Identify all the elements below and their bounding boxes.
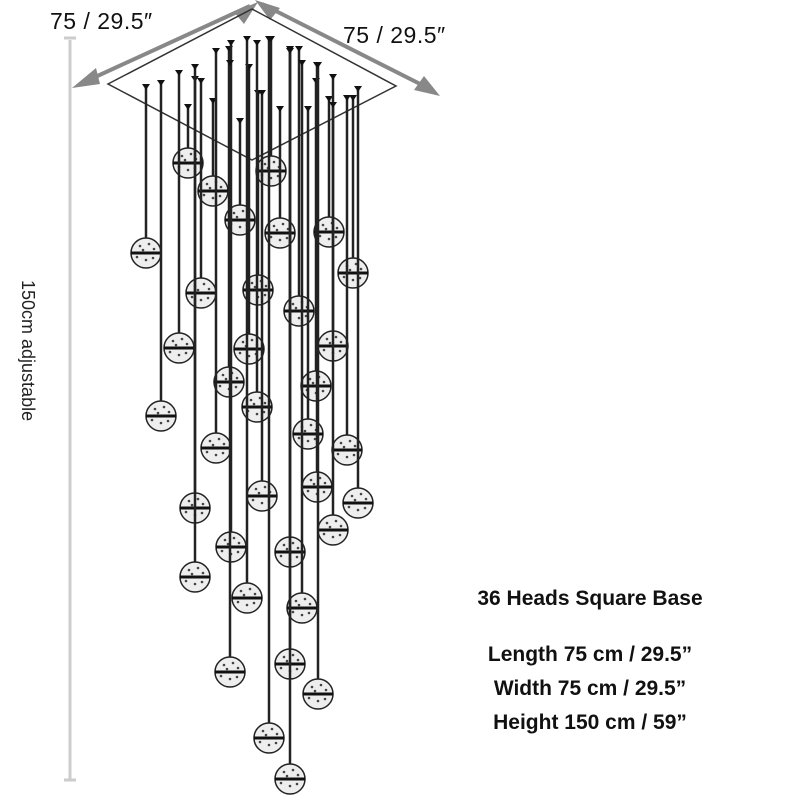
ceiling-cap-icon xyxy=(157,80,165,86)
ceiling-cap-icon xyxy=(295,46,303,52)
pendant-light xyxy=(179,64,211,593)
ceiling-cap-icon xyxy=(184,104,192,110)
ceiling-cap-icon xyxy=(304,106,312,112)
pendant-light xyxy=(283,46,315,327)
pendant-light xyxy=(255,36,287,187)
base-dimension-arrows xyxy=(72,0,440,96)
ceiling-cap-icon xyxy=(226,60,234,66)
ceiling-cap-icon xyxy=(265,36,273,42)
ceiling-cap-icon xyxy=(329,102,337,108)
ceiling-cap-icon xyxy=(349,95,357,101)
spec-length: Length 75 cm / 29.5” xyxy=(487,643,693,666)
spec-title: 36 Heads Square Base xyxy=(477,587,703,610)
pendant-light xyxy=(342,86,374,519)
spec-height: Height 150 cm / 59” xyxy=(493,711,687,734)
ceiling-cap-icon xyxy=(276,106,284,112)
ceiling-cap-icon xyxy=(236,118,244,124)
pendant-light xyxy=(274,48,306,795)
pendant-light xyxy=(253,36,285,754)
height-dimension-line xyxy=(64,36,76,782)
square-base xyxy=(106,8,398,161)
length-dimension-label: 75 / 29.5″ xyxy=(50,8,153,34)
height-dimension-label: 150cm adjustable xyxy=(18,280,38,422)
ceiling-cap-icon xyxy=(325,96,333,102)
ceiling-cap-icon xyxy=(191,64,199,70)
pendant-light xyxy=(231,36,263,614)
pendant-light xyxy=(313,96,345,248)
pendant-light xyxy=(302,62,334,710)
ceiling-cap-icon xyxy=(227,40,235,46)
pendant-group xyxy=(130,36,374,795)
ceiling-cap-icon xyxy=(329,74,337,80)
ceiling-cap-icon xyxy=(286,48,294,54)
ceiling-cap-icon xyxy=(343,95,351,101)
ceiling-cap-icon xyxy=(258,90,266,96)
ceiling-cap-icon xyxy=(314,62,322,68)
pendant-light xyxy=(197,98,229,207)
pendant-light xyxy=(331,95,363,466)
pendant-light xyxy=(172,104,204,179)
spec-block: 36 Heads Square Base Length 75 cm / 29.5… xyxy=(440,582,740,740)
pendant-light xyxy=(337,95,369,289)
ceiling-cap-icon xyxy=(175,70,183,76)
width-dimension-label: 75 / 29.5″ xyxy=(343,22,446,48)
pendant-light xyxy=(200,48,232,464)
ceiling-cap-icon xyxy=(212,48,220,54)
pendant-light xyxy=(163,70,195,364)
ceiling-cap-icon xyxy=(243,36,251,42)
pendant-light xyxy=(185,78,217,309)
ceiling-cap-icon xyxy=(298,60,306,66)
pendant-light xyxy=(214,60,246,688)
ceiling-cap-icon xyxy=(253,40,261,46)
pendant-light xyxy=(130,84,162,269)
ceiling-cap-icon xyxy=(142,84,150,90)
ceiling-cap-icon xyxy=(197,78,205,84)
pendant-light xyxy=(286,60,318,624)
pendant-light xyxy=(145,80,177,432)
pendant-light xyxy=(264,106,296,249)
ceiling-cap-icon xyxy=(354,86,362,92)
spec-width: Width 75 cm / 29.5” xyxy=(493,677,687,700)
